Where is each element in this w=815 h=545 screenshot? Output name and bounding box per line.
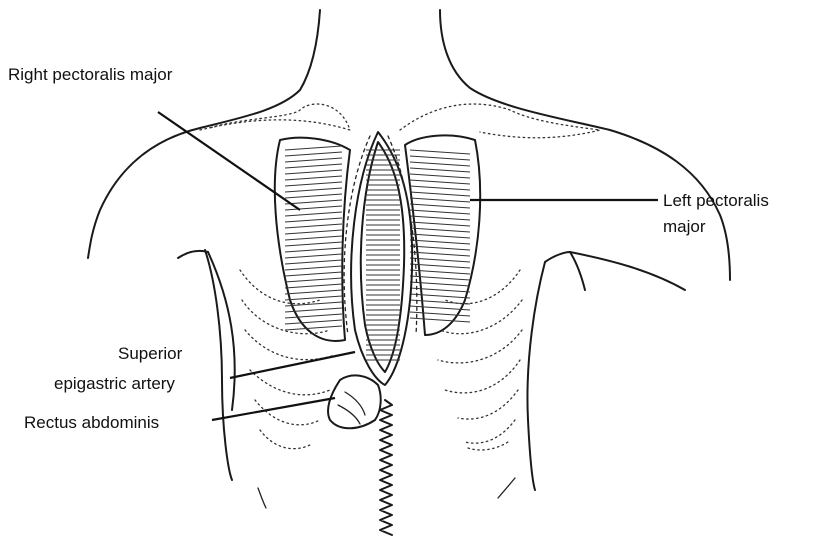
- muscle-fiber: [285, 266, 342, 270]
- muscle-fiber: [285, 176, 342, 180]
- muscle-fiber: [410, 186, 470, 190]
- left-flank-mark: [258, 488, 266, 508]
- muscle-fiber: [285, 158, 342, 162]
- muscle-fiber: [410, 252, 470, 256]
- muscle-fiber: [285, 320, 342, 324]
- incision-line: [380, 400, 392, 535]
- muscle-fiber: [410, 192, 470, 196]
- muscle-fiber: [285, 194, 342, 198]
- right-pectoralis-muscle: [275, 138, 350, 341]
- muscle-fiber: [410, 276, 470, 280]
- left-armpit: [178, 251, 208, 258]
- label-right-pectoralis: Right pectoralis major: [8, 65, 173, 84]
- muscle-fiber: [410, 168, 470, 172]
- leader-superior-epigastric: [230, 352, 355, 378]
- leader-right-pectoralis: [158, 112, 300, 210]
- muscle-fiber: [285, 182, 342, 186]
- muscle-fiber: [410, 312, 470, 316]
- muscle-fiber: [410, 174, 470, 178]
- muscle-fiber: [285, 284, 342, 288]
- muscle-fiber: [285, 248, 342, 252]
- muscle-fiber: [285, 260, 342, 264]
- label-left-pectoralis-line1: Left pectoralis: [663, 191, 769, 210]
- label-superior-line2: epigastric artery: [54, 374, 175, 393]
- muscle-fiber: [410, 234, 470, 238]
- muscle-fiber: [410, 282, 470, 286]
- muscle-fiber: [410, 222, 470, 226]
- muscle-fiber: [285, 314, 342, 318]
- muscle-fiber: [285, 200, 342, 204]
- muscle-fiber: [410, 204, 470, 208]
- muscle-fiber: [410, 150, 470, 154]
- muscle-fiber: [410, 180, 470, 184]
- neck-left: [88, 10, 320, 258]
- muscle-fiber: [285, 146, 342, 150]
- clavicles: [200, 104, 600, 138]
- muscle-fiber: [410, 216, 470, 220]
- muscle-fiber: [285, 188, 342, 192]
- muscle-fiber: [285, 236, 342, 240]
- neck-right: [440, 10, 730, 280]
- muscle-fiber: [285, 218, 342, 222]
- muscle-fiber: [285, 224, 342, 228]
- right-flank-mark: [498, 478, 515, 498]
- muscle-fiber: [285, 152, 342, 156]
- muscle-fiber: [410, 294, 470, 298]
- label-superior-line1: Superior: [118, 344, 183, 363]
- muscle-fiber: [285, 170, 342, 174]
- muscle-fiber: [410, 198, 470, 202]
- torso-outline: [88, 10, 730, 508]
- right-clavicle: [200, 104, 350, 130]
- right-armpit: [545, 252, 585, 290]
- right-shoulder-arm: [570, 252, 685, 290]
- muscle-fiber: [285, 164, 342, 168]
- muscle-fiber: [285, 278, 342, 282]
- muscle-fiber: [285, 230, 342, 234]
- muscle-fiber: [285, 296, 342, 300]
- abdominal-incision: [380, 400, 392, 535]
- muscle-fiber: [410, 162, 470, 166]
- muscle-fiber: [410, 288, 470, 292]
- sternal-flap: [344, 132, 417, 385]
- muscle-fiber: [285, 272, 342, 276]
- label-rectus-abdominis: Rectus abdominis: [24, 413, 159, 432]
- muscle-fiber: [410, 240, 470, 244]
- muscle-fiber: [410, 210, 470, 214]
- muscle-fiber: [410, 318, 470, 322]
- muscle-fiber: [285, 326, 342, 330]
- left-pectoralis-muscle: [405, 135, 480, 335]
- muscle-fiber: [285, 212, 342, 216]
- rectus-flap: [328, 375, 381, 428]
- label-left-pectoralis-line2: major: [663, 217, 706, 236]
- muscle-fiber: [410, 246, 470, 250]
- left-arm-inner: [205, 250, 232, 480]
- muscle-fiber: [285, 254, 342, 258]
- right-arm-inner: [527, 262, 545, 490]
- muscle-fiber: [285, 290, 342, 294]
- muscle-fiber: [410, 228, 470, 232]
- muscle-fiber: [410, 156, 470, 160]
- muscle-fiber: [285, 242, 342, 246]
